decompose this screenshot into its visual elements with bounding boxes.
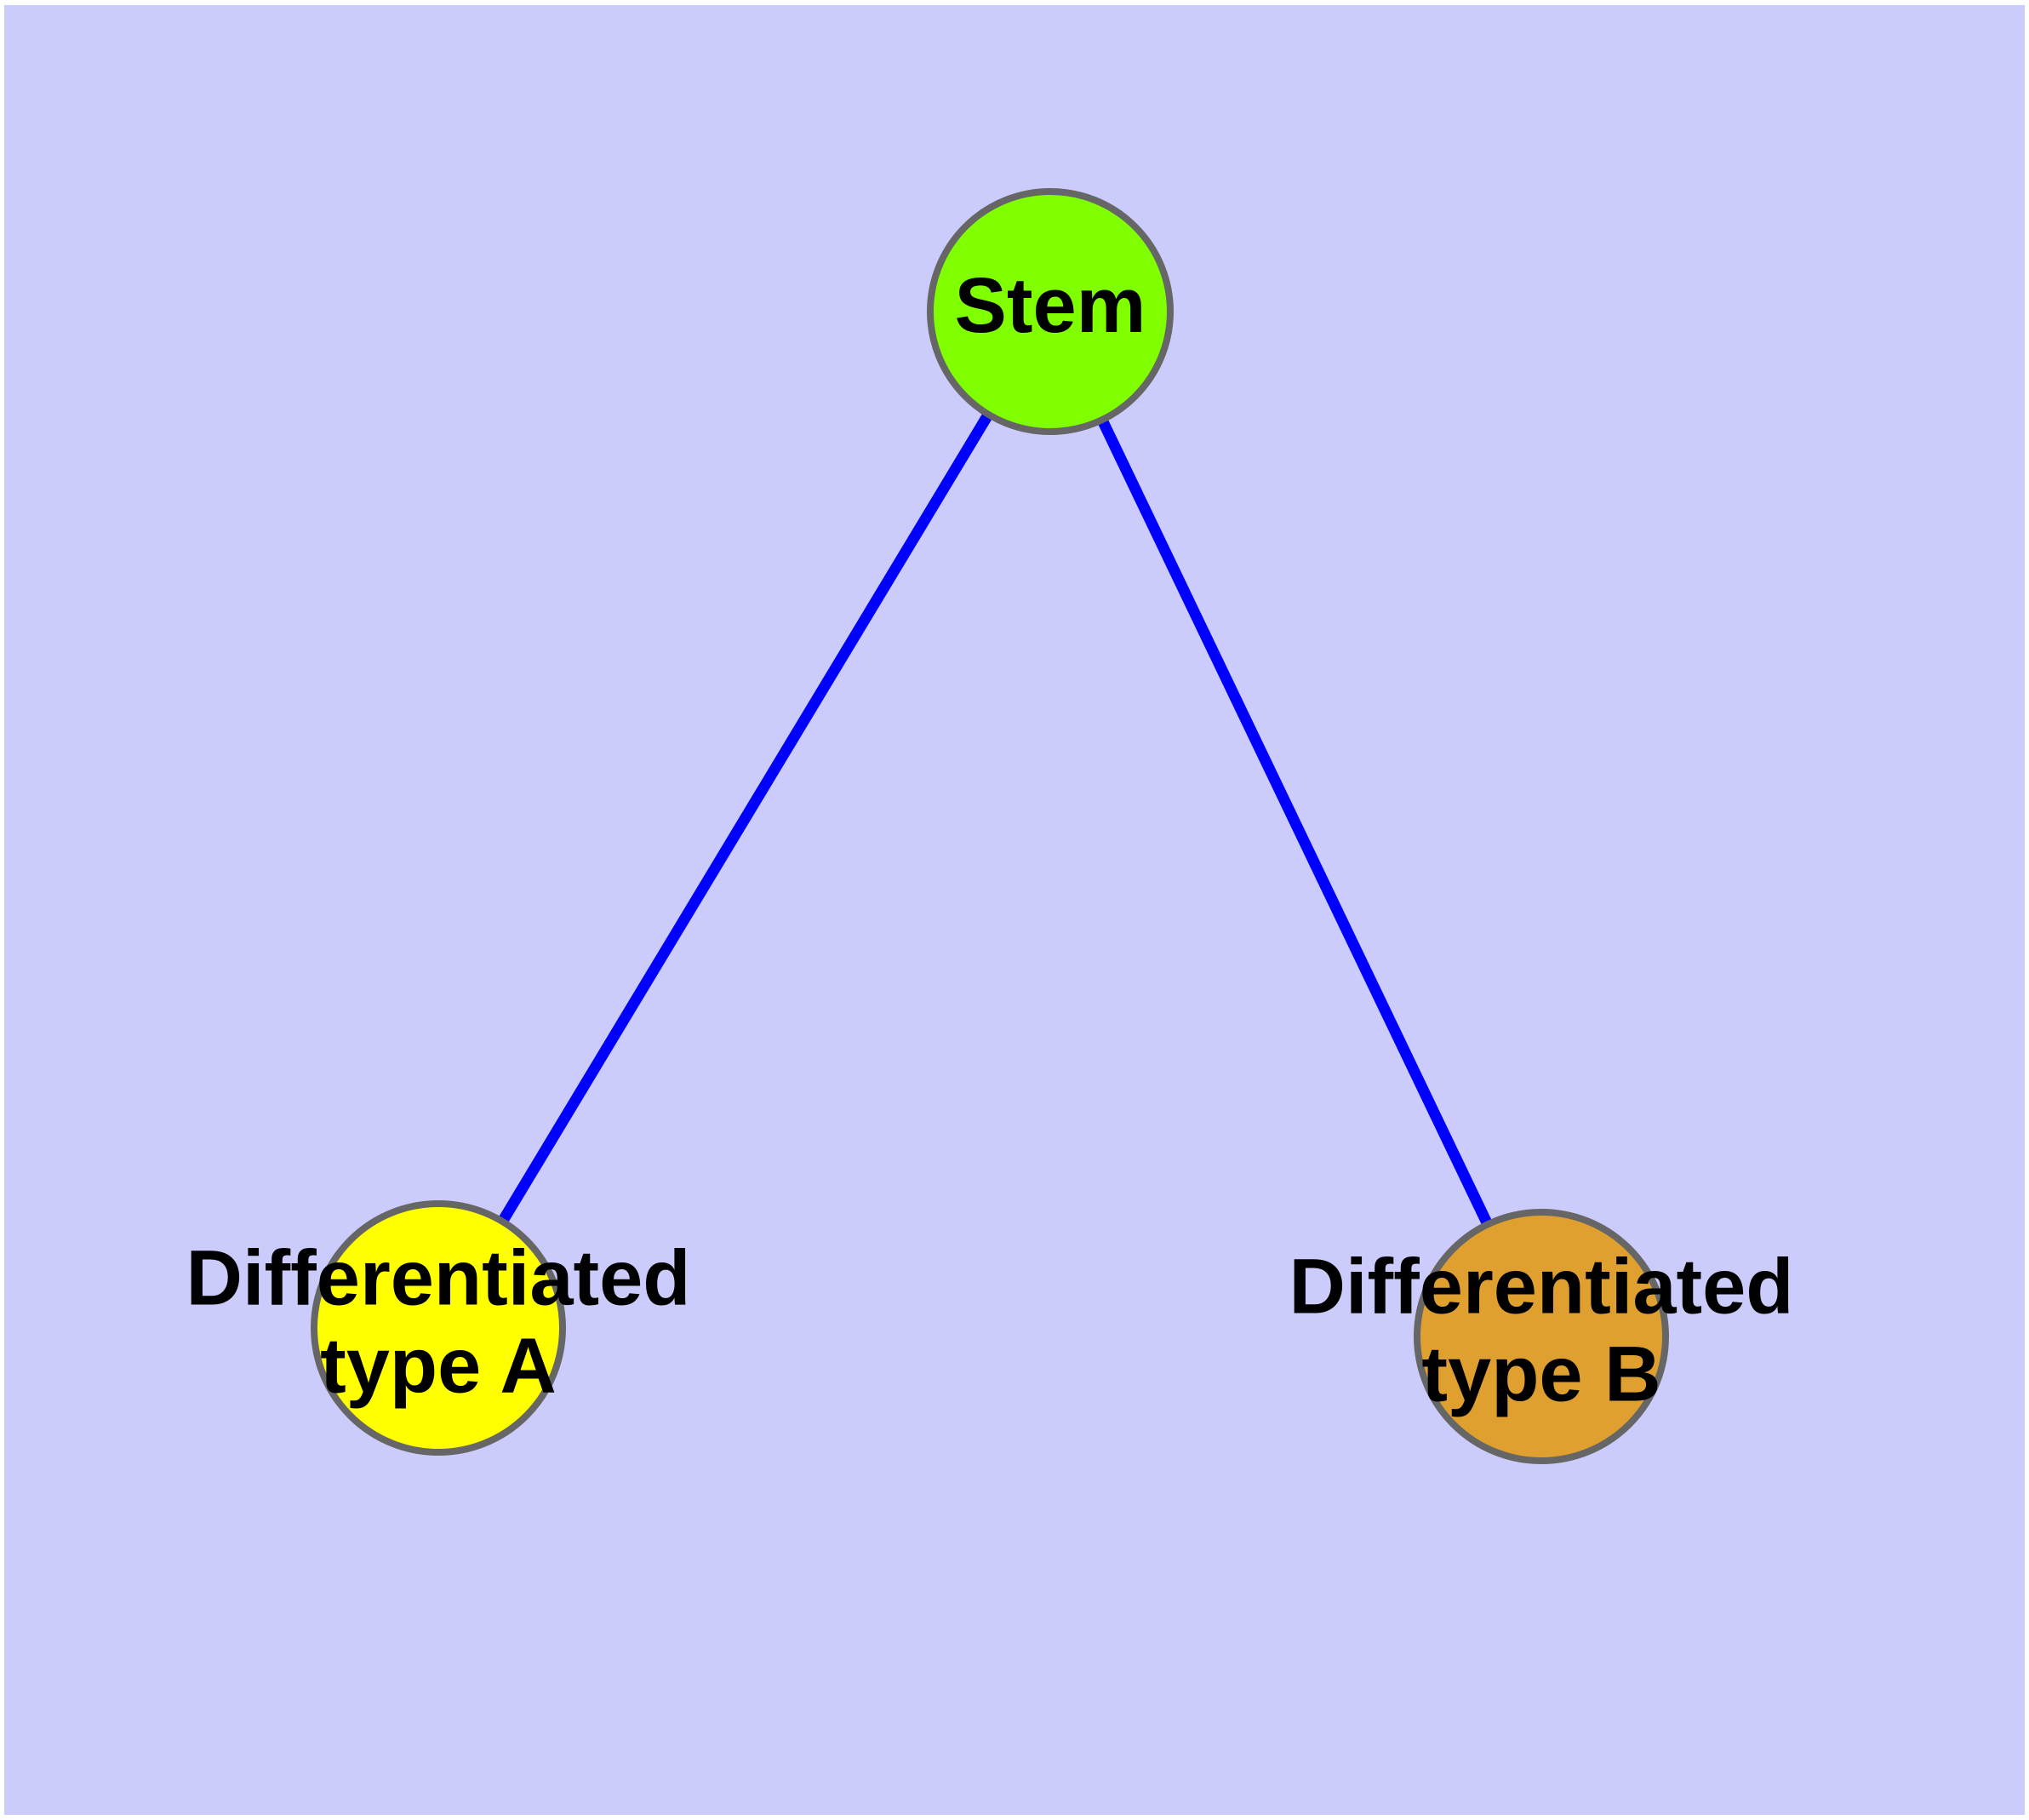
edge-layer	[497, 411, 1493, 1228]
node-label-line: Differentiated	[1289, 1244, 1794, 1331]
node-circle-diff_a[interactable]	[311, 1200, 566, 1456]
node-label-line: type A	[320, 1323, 557, 1410]
graph-edge-stem-to-diff-a[interactable]	[497, 411, 993, 1225]
node-label-line: type B	[1421, 1331, 1660, 1418]
node-label-line: Stem	[955, 262, 1146, 349]
node-circle-stem[interactable]	[927, 188, 1174, 435]
node-label-line: Differentiated	[186, 1235, 691, 1322]
graph-node-stem[interactable]: Stem	[927, 188, 1174, 435]
node-circle-diff_b[interactable]	[1414, 1209, 1669, 1464]
node-label-stem: Stem	[955, 262, 1146, 349]
graph-edge-stem-to-diff-b[interactable]	[1097, 417, 1493, 1228]
